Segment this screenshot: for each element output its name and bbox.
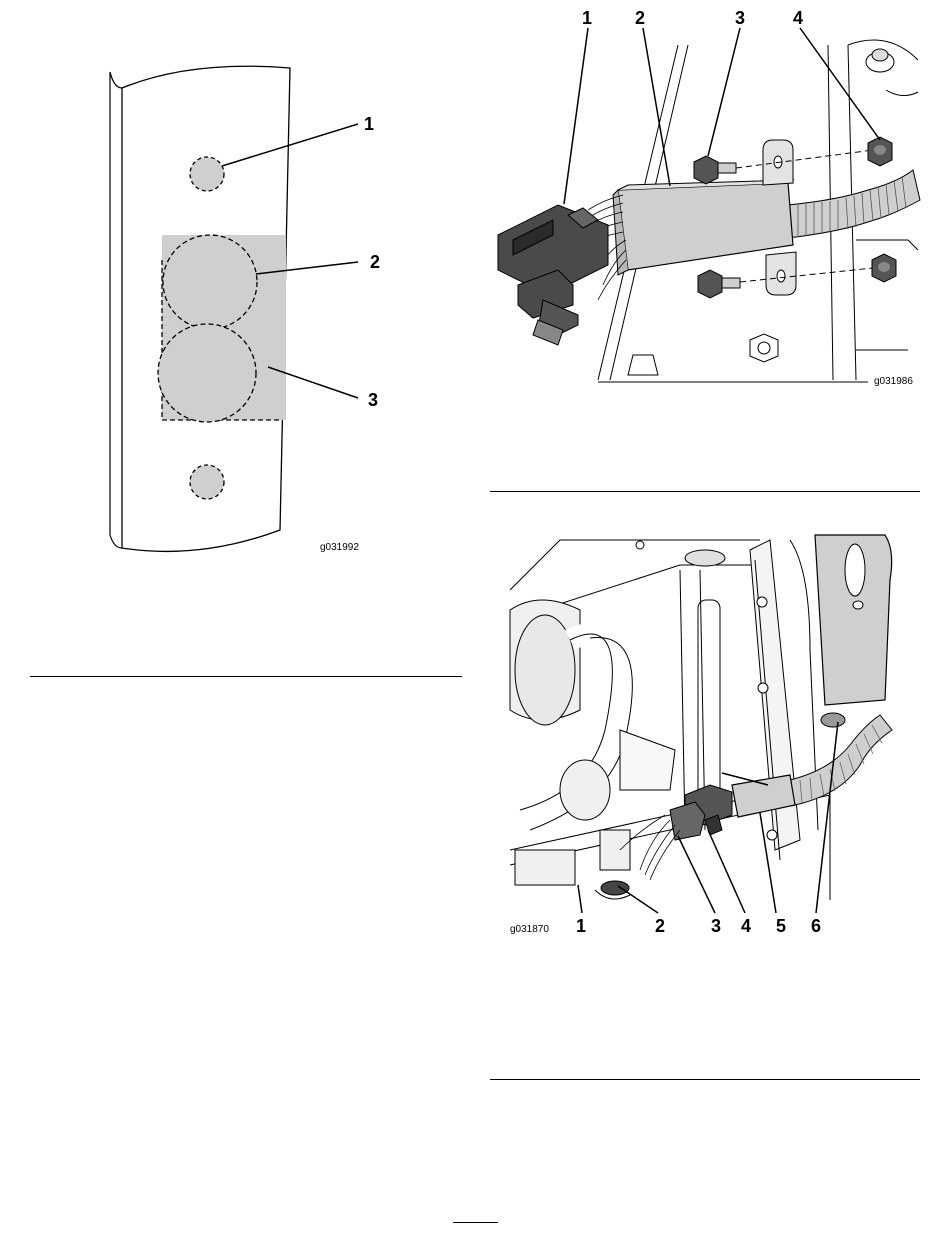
figure-harness-bracket: 1 2 3 4 g031986 — [488, 0, 928, 400]
separator-left — [30, 676, 462, 677]
callout-3: 3 — [711, 916, 721, 936]
figure-panel-holes: 1 2 3 g031992 — [100, 60, 400, 560]
nut-top — [868, 137, 892, 166]
callout-1: 1 — [364, 114, 374, 134]
separator-right-bottom — [490, 1079, 920, 1080]
callout-1: 1 — [576, 916, 586, 936]
figure-id: g031986 — [874, 376, 913, 387]
callout-2: 2 — [635, 8, 645, 28]
figure-id: g031992 — [320, 542, 359, 553]
bolt-top — [694, 156, 736, 184]
callout-3: 3 — [735, 8, 745, 28]
callout-2: 2 — [655, 916, 665, 936]
large-hole-upper — [163, 235, 257, 329]
callout-3: 3 — [368, 390, 378, 410]
electrical-connector — [498, 205, 608, 345]
figure-harness-routing: 1 2 3 4 5 6 g031870 — [500, 530, 920, 940]
callout-5: 5 — [776, 916, 786, 936]
callout-1: 1 — [582, 8, 592, 28]
small-hole-bottom — [190, 465, 224, 499]
callout-4: 4 — [793, 8, 803, 28]
corrugated-conduit — [788, 170, 920, 238]
bolt-bottom — [698, 270, 740, 298]
nut-bottom — [872, 254, 896, 282]
hardware-bottom — [628, 334, 778, 375]
small-hole-top — [190, 157, 224, 191]
grommet — [821, 713, 845, 727]
callout-2: 2 — [370, 252, 380, 272]
fitting-top-right — [866, 49, 918, 96]
figure-id: g031870 — [510, 924, 549, 935]
large-hole-lower — [158, 324, 256, 422]
separator-right-top — [490, 491, 920, 492]
page-footer-rule — [453, 1222, 498, 1223]
callout-6: 6 — [811, 916, 821, 936]
callout-4: 4 — [741, 916, 751, 936]
